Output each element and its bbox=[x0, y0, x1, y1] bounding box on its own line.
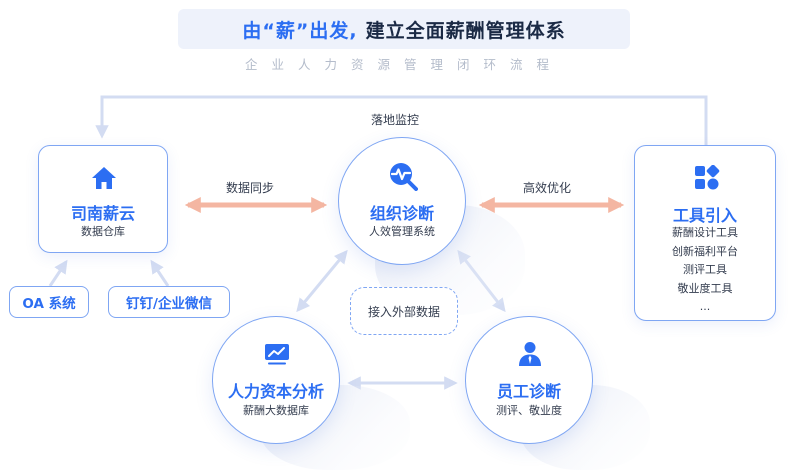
sync-label: 数据同步 bbox=[226, 181, 275, 195]
org-node[interactable]: 组织诊断 人效管理系统 bbox=[338, 137, 466, 265]
oa-system-box[interactable]: OA 系统 bbox=[9, 286, 89, 318]
dingtalk-box[interactable]: 钉钉/企业微信 bbox=[108, 286, 230, 318]
search-pulse-icon bbox=[390, 163, 418, 191]
optimize-label: 高效优化 bbox=[523, 181, 572, 195]
tools-item: ... bbox=[699, 300, 711, 313]
line-chart-icon bbox=[265, 344, 289, 365]
org-sub: 人效管理系统 bbox=[369, 225, 435, 238]
home-icon bbox=[92, 167, 116, 189]
tools-list: 薪酬设计工具 创新福利平台 测评工具 敬业度工具 ... bbox=[635, 224, 775, 317]
title-prefix: 由“ bbox=[242, 19, 276, 42]
person-icon bbox=[519, 342, 541, 366]
hr-sub: 薪酬大数据库 bbox=[243, 404, 309, 417]
external-data-box: 接入外部数据 bbox=[350, 287, 458, 335]
tools-item: 薪酬设计工具 bbox=[672, 226, 738, 239]
page-subtitle: 企业人力资源管理闭环流程 bbox=[244, 57, 563, 72]
sinan-title: 司南薪云 bbox=[70, 204, 135, 223]
tools-item: 敬业度工具 bbox=[677, 281, 733, 295]
emp-node[interactable]: 员工诊断 测评、敬业度 bbox=[465, 316, 593, 444]
emp-sub: 测评、敬业度 bbox=[496, 404, 562, 417]
sinan-node[interactable]: 司南薪云 数据仓库 bbox=[38, 145, 168, 253]
tools-item: 测评工具 bbox=[683, 263, 727, 276]
hr-node[interactable]: 人力资本分析 薪酬大数据库 bbox=[212, 316, 340, 444]
dingtalk-arrow bbox=[150, 259, 170, 287]
monitor-label: 落地监控 bbox=[371, 113, 420, 127]
monitor-loop-line bbox=[95, 95, 708, 145]
tools-title: 工具引入 bbox=[672, 206, 737, 225]
app-grid-icon bbox=[695, 165, 720, 190]
org-title: 组织诊断 bbox=[369, 204, 434, 223]
tools-node[interactable]: 工具引入 薪酬设计工具 创新福利平台 测评工具 敬业度工具 ... bbox=[634, 145, 776, 321]
oa-arrow bbox=[48, 259, 68, 287]
sinan-sub: 数据仓库 bbox=[81, 225, 125, 238]
tools-item: 创新福利平台 bbox=[672, 244, 738, 258]
title-highlight: 薪 bbox=[275, 19, 296, 42]
hr-title: 人力资本分析 bbox=[227, 382, 324, 401]
title-rest: 建立全面薪酬管理体系 bbox=[365, 19, 566, 42]
emp-title: 员工诊断 bbox=[496, 382, 561, 401]
title-banner: 由“薪”出发, 建立全面薪酬管理体系 bbox=[178, 9, 630, 49]
org-hr-arrow bbox=[296, 249, 348, 313]
title-suffix: ”出发, bbox=[295, 19, 358, 42]
